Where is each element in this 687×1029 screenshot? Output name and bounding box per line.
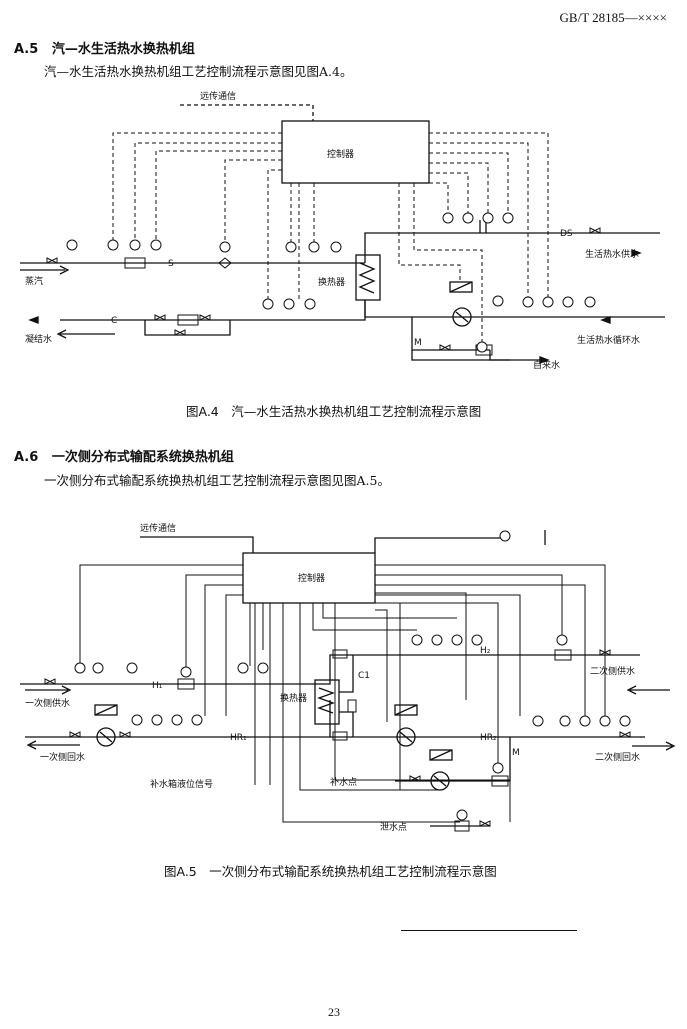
a4-condensate-label: 凝结水 bbox=[25, 333, 52, 345]
section-a5-title: 汽—水生活热水换热机组 bbox=[51, 42, 195, 57]
a5-primary-supply-label: 一次侧供水 bbox=[25, 697, 70, 709]
section-a6-number: A.6 bbox=[14, 450, 39, 465]
a5-hr2-label: HR₂ bbox=[480, 733, 497, 743]
a4-m-label: M bbox=[414, 338, 422, 348]
a4-ds-label: DS bbox=[560, 229, 573, 239]
a4-controller-box bbox=[281, 120, 430, 184]
a5-secondary-return-label: 二次侧回水 bbox=[595, 751, 640, 763]
a5-drain-label: 泄水点 bbox=[380, 821, 407, 833]
end-rule bbox=[401, 930, 577, 931]
figure-a4-diagram: 控制器 远传通信 蒸汽 S 凝结水 C 换热器 DS 生活热水供水 生活热水循环… bbox=[20, 90, 665, 371]
page-number: 23 bbox=[328, 1005, 340, 1019]
a4-tap-label: 自来水 bbox=[533, 359, 560, 371]
a5-m-label: M bbox=[512, 748, 520, 758]
a4-circ-label: 生活热水循环水 bbox=[577, 334, 640, 346]
a5-secondary-supply-label: 二次侧供水 bbox=[590, 665, 635, 677]
a4-steam-label: 蒸汽 bbox=[25, 275, 43, 287]
a4-exchanger-label: 换热器 bbox=[318, 276, 345, 288]
a5-controller-box bbox=[242, 552, 376, 604]
a5-primary-return-label: 一次侧回水 bbox=[40, 751, 85, 763]
a4-c-label: C bbox=[111, 316, 117, 326]
a4-remote-label: 远传通信 bbox=[200, 90, 236, 102]
section-a6-heading: A.6 一次侧分布式输配系统换热机组 bbox=[14, 446, 234, 465]
figure-a4-caption: 图A.4 汽—水生活热水换热机组工艺控制流程示意图 bbox=[186, 404, 482, 419]
a5-c1-label: C1 bbox=[358, 671, 370, 681]
a4-s-label: S bbox=[168, 259, 174, 269]
figure-a5-caption: 图A.5 一次侧分布式输配系统换热机组工艺控制流程示意图 bbox=[164, 864, 497, 879]
a4-supply-label: 生活热水供水 bbox=[585, 248, 639, 260]
a5-makeup-label: 补水点 bbox=[330, 776, 357, 788]
a5-remote-label: 远传通信 bbox=[140, 522, 176, 534]
a4-controller-label: 控制器 bbox=[327, 148, 354, 160]
a5-exchanger-label: 换热器 bbox=[280, 692, 307, 704]
a5-h2-label: H₂ bbox=[480, 646, 491, 656]
a5-hr1-label: HR₁ bbox=[230, 733, 247, 743]
section-a5-paragraph: 汽—水生活热水换热机组工艺控制流程示意图见图A.4。 bbox=[44, 64, 353, 79]
standard-number: GB/T 28185—×××× bbox=[559, 10, 667, 25]
section-a6-paragraph: 一次侧分布式输配系统换热机组工艺控制流程示意图见图A.5。 bbox=[44, 473, 390, 488]
a5-controller-label: 控制器 bbox=[298, 572, 325, 584]
a5-h1-label: H₁ bbox=[152, 681, 163, 691]
section-a6-title: 一次侧分布式输配系统换热机组 bbox=[51, 450, 234, 465]
a5-tank-signal-label: 补水箱液位信号 bbox=[150, 778, 213, 790]
section-a5-number: A.5 bbox=[14, 42, 39, 57]
a4-exchanger bbox=[355, 254, 381, 301]
section-a5-heading: A.5 汽—水生活热水换热机组 bbox=[14, 38, 195, 57]
